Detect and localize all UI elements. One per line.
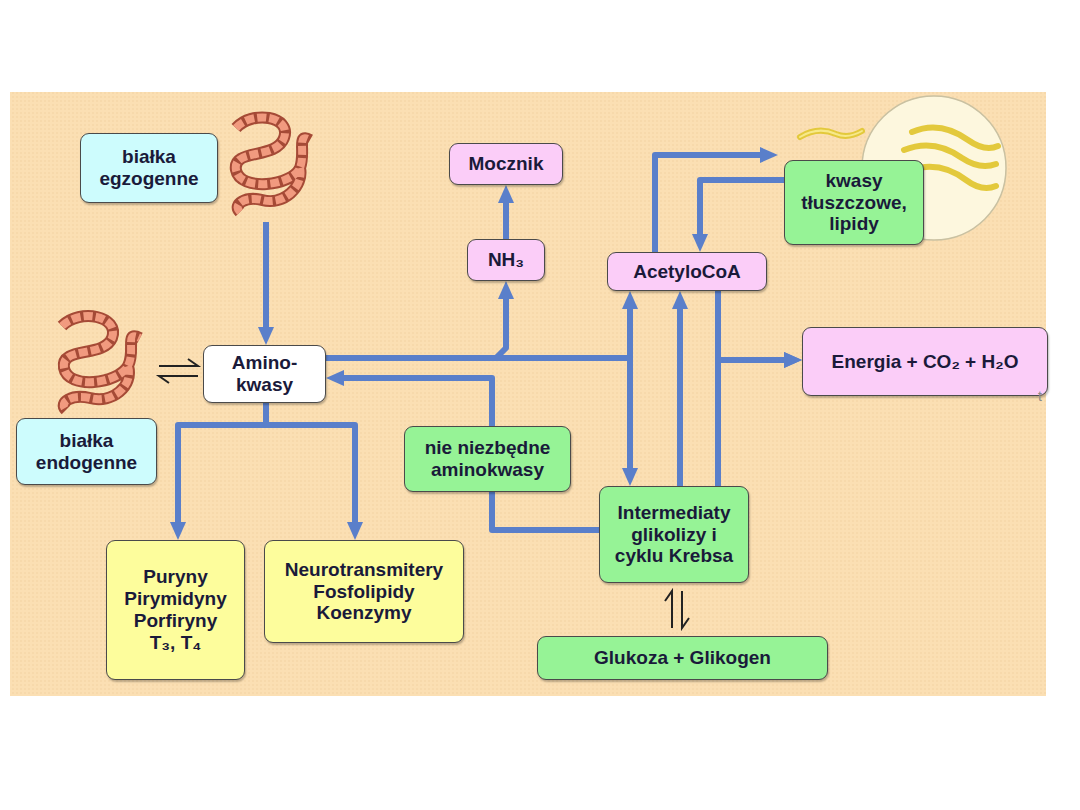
connector [178, 403, 266, 530]
node-text: Mocznik [469, 153, 544, 175]
connector [718, 360, 792, 486]
connector [336, 378, 492, 426]
flow-arrow [266, 403, 355, 530]
metabolite-box: AcetyloCoA [607, 252, 767, 291]
flow-arrow [700, 180, 784, 242]
connector [266, 222, 267, 335]
node-text: Intermediaty glikolizy i cyklu Krebsa [610, 502, 738, 568]
connector [326, 291, 506, 358]
source-box: białka egzogenne [80, 133, 218, 203]
product-box: Energia + CO₂ + H₂O [802, 327, 1048, 396]
connector [700, 180, 784, 242]
connector [655, 155, 768, 252]
product-box: Mocznik [449, 143, 563, 185]
node-text: białka egzogenne [87, 146, 211, 190]
equilibrium-arrow [665, 591, 689, 628]
equilibrium-arrow [159, 359, 198, 383]
node-text: Puryny Pirymidyny Porfiryny T₃, T₄ [121, 566, 230, 653]
metabolite-box: nie niezbędne aminokwasy [404, 426, 571, 492]
product-box: Neurotransmitery Fosfolipidy Koenzymy [264, 540, 464, 643]
flow-arrow [718, 360, 792, 486]
connector [266, 403, 355, 530]
metabolite-box: Glukoza + Glikogen [537, 636, 828, 680]
node-text: NH₃ [488, 249, 524, 271]
connector [492, 492, 599, 530]
node-text: Neurotransmitery Fosfolipidy Koenzymy [271, 559, 457, 625]
flow-arrow [178, 403, 266, 530]
protein-illustration [236, 117, 310, 212]
flow-arrow [677, 301, 683, 486]
flow-arrow [326, 291, 506, 358]
flow-arrow [655, 155, 768, 252]
node-text: białka endogenne [23, 430, 150, 474]
connector [506, 195, 507, 239]
connector [326, 301, 630, 358]
metabolite-box: kwasy tłuszczowe, lipidy [784, 160, 924, 245]
source-box: białka endogenne [16, 418, 157, 485]
product-box: NH₃ [467, 239, 545, 281]
stray-label: t [1038, 388, 1042, 404]
node-text: Amino- kwasy [210, 352, 319, 396]
node-text: nie niezbędne aminokwasy [411, 437, 564, 481]
flow-arrow [263, 222, 269, 335]
flow-arrow [336, 378, 492, 426]
flow-arrow [503, 195, 509, 239]
connector [159, 359, 198, 383]
node-text: kwasy tłuszczowe, lipidy [791, 170, 917, 236]
flow-arrow [718, 291, 792, 360]
central-box: Amino- kwasy [203, 345, 326, 403]
flow-arrow [492, 492, 599, 530]
metabolite-box: Intermediaty glikolizy i cyklu Krebsa [599, 486, 749, 583]
protein-illustration [62, 316, 140, 410]
node-text: Energia + CO₂ + H₂O [832, 351, 1019, 373]
connector [665, 591, 689, 628]
flow-arrow [326, 301, 630, 358]
connector [680, 301, 681, 486]
connector [718, 291, 792, 360]
node-text: Glukoza + Glikogen [594, 647, 771, 669]
node-text: AcetyloCoA [633, 261, 741, 283]
product-box: Puryny Pirymidyny Porfiryny T₃, T₄ [106, 540, 245, 680]
